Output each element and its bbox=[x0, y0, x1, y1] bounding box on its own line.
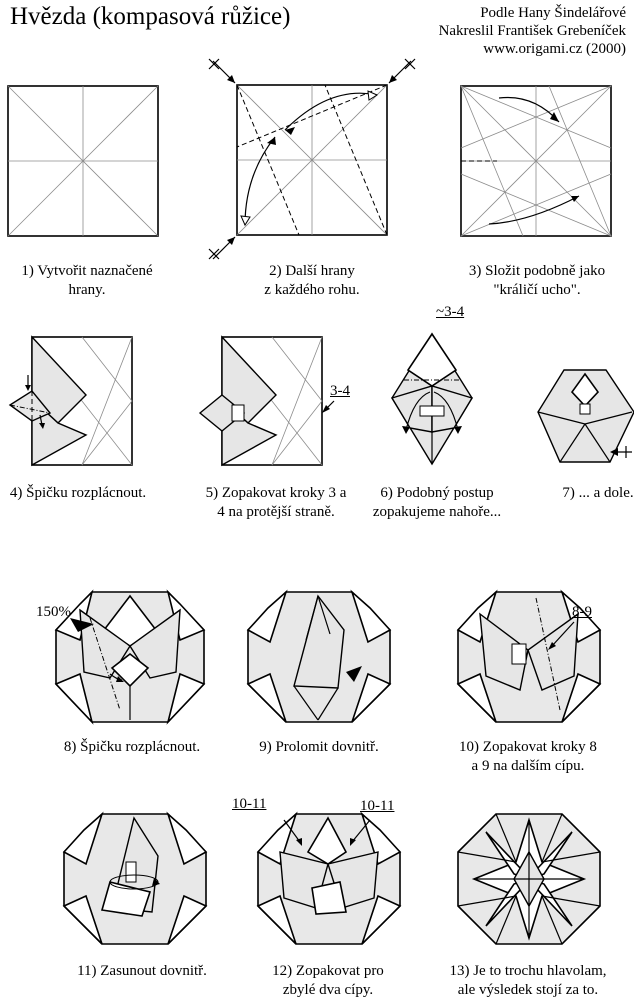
step-11-caption: 11) Zasunout dovnitř. bbox=[77, 963, 207, 979]
step-4-diagram bbox=[8, 335, 133, 467]
step-2-diagram bbox=[208, 58, 416, 260]
step-12-diagram bbox=[256, 811, 402, 945]
step-2-caption: 2) Další hrany z každého rohu. bbox=[264, 263, 360, 298]
credit-illustrator: Nakreslil František Grebeníček bbox=[438, 23, 626, 39]
step-8-scale-label: 150% bbox=[36, 604, 71, 620]
step-12-ref-label-right: 10-11 bbox=[360, 798, 395, 814]
step-5-diagram bbox=[198, 335, 335, 467]
step-5-caption: 5) Zopakovat kroky 3 a 4 na protější str… bbox=[205, 485, 347, 520]
step-3-caption: 3) Složit podobně jako "králičí ucho". bbox=[468, 263, 606, 298]
step-9-diagram bbox=[246, 589, 392, 723]
step-10-caption: 10) Zopakovat kroky 8 a 9 na dalším cípu… bbox=[459, 739, 597, 774]
step-11-diagram bbox=[62, 811, 208, 945]
page-title: Hvězda (kompasová růžice) bbox=[10, 3, 291, 30]
step-4-caption: 4) Špičku rozplácnout. bbox=[9, 485, 147, 501]
step-10-ref-label: 8-9 bbox=[572, 604, 592, 620]
step-6-ref-label: ~3-4 bbox=[436, 304, 465, 320]
step-3-diagram bbox=[460, 85, 612, 237]
step-13-caption: 13) Je to trochu hlavolam, ale výsledek … bbox=[449, 963, 607, 998]
step-8-caption: 8) Špičku rozplácnout. bbox=[63, 739, 201, 755]
credits: Podle Hany Šindelářové Nakreslil Františ… bbox=[439, 4, 626, 58]
credit-author: Podle Hany Šindelářové bbox=[480, 5, 626, 21]
step-7-caption: 7) ... a dole. bbox=[562, 485, 634, 501]
step-12-ref-label-left: 10-11 bbox=[232, 796, 267, 812]
step-10-diagram bbox=[456, 589, 602, 723]
credit-website: www.origami.cz (2000) bbox=[483, 41, 626, 57]
step-1-caption: 1) Vytvořit naznačené hrany. bbox=[21, 263, 153, 298]
step-7-diagram bbox=[537, 369, 634, 463]
step-12-caption: 12) Zopakovat pro zbylé dva cípy. bbox=[272, 963, 384, 998]
step-5-ref-label: 3-4 bbox=[330, 383, 350, 399]
step-9-caption: 9) Prolomit dovnitř. bbox=[259, 739, 379, 755]
step-13-diagram bbox=[457, 813, 601, 945]
step-6-caption: 6) Podobný postup zopakujeme nahoře... bbox=[372, 485, 502, 520]
step-8-diagram bbox=[54, 589, 206, 725]
step-6-diagram bbox=[390, 332, 474, 466]
step-1-diagram bbox=[7, 85, 159, 237]
